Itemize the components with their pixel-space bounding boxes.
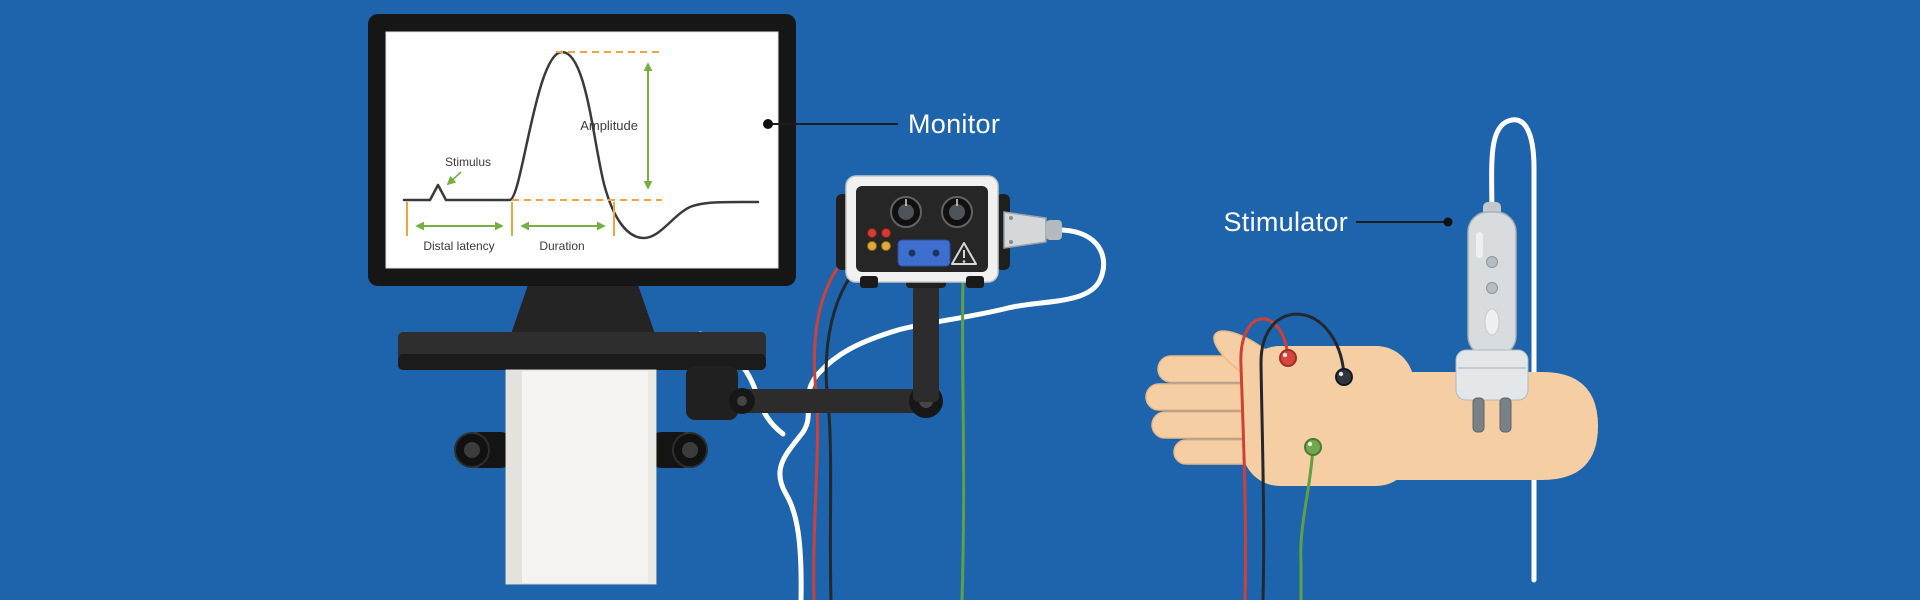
mount-arm: [686, 272, 946, 420]
ground-electrode-green: [1304, 438, 1322, 456]
stimulator-prong-left: [1472, 397, 1485, 433]
stimulator-intensity-control: [1484, 308, 1500, 336]
electrode-black-wire: [1259, 312, 1346, 600]
amplifier-foot-right: [966, 276, 984, 288]
amplifier-knob-right: [941, 196, 973, 228]
stimulator-device: [1455, 202, 1529, 433]
electrode-green-wire: [1299, 444, 1315, 600]
stimulator-callout-dot: [1443, 217, 1453, 227]
vga-connector: [1003, 211, 1062, 249]
stimulator-highlight: [1476, 232, 1483, 258]
mount-post: [913, 284, 939, 402]
mount-joint-left-hub: [737, 396, 747, 406]
stimulator-button-bottom: [1486, 282, 1498, 294]
duration-label: Duration: [539, 239, 584, 253]
distal-latency-label: Distal latency: [423, 239, 494, 253]
cart-pedestal: [505, 369, 657, 585]
monitor-screen-chart: Amplitude Stimulus Distal latency Durati…: [402, 50, 760, 253]
chart-annotations-green: [415, 62, 653, 231]
amplifier-connector-plate: [897, 239, 951, 267]
stimulator-head: [1455, 349, 1529, 401]
monitor-callout-dot: [763, 119, 773, 129]
amplifier-input-jacks: [867, 228, 891, 251]
monitor-screen: [385, 31, 779, 269]
waveform-trace: [402, 50, 760, 240]
amplifier-green-lead: [960, 278, 966, 600]
chart-annotations-orange: [406, 51, 662, 236]
electrode-red-wire: [1239, 317, 1290, 600]
stimulator-cable: [1489, 117, 1537, 583]
amplifier-signal-cable: [777, 227, 1107, 600]
amplifier-knob-left: [890, 196, 922, 228]
patient-hand: [1145, 330, 1598, 486]
cart-shelf-edge: [398, 354, 766, 370]
cart-knob-left: [454, 432, 518, 468]
warning-triangle-icon: [951, 242, 977, 265]
mount-bracket: [686, 366, 738, 420]
recording-electrode-black: [1335, 368, 1353, 386]
amplitude-label: Amplitude: [580, 118, 638, 133]
stimulator-button-top: [1486, 256, 1498, 268]
stimulus-pointer-arrow: [446, 171, 462, 186]
cart-knob-right: [644, 432, 708, 468]
monitor-neck: [511, 282, 655, 334]
stimulator-callout-label: Stimulator: [1223, 207, 1348, 237]
amplifier-foot-left: [860, 276, 878, 288]
amplifier: [836, 175, 1062, 288]
palm: [1242, 346, 1414, 486]
stimulus-label: Stimulus: [445, 155, 491, 169]
stimulator-prong-right: [1499, 397, 1512, 433]
recording-electrode-red: [1279, 349, 1297, 367]
cart-shelf: [398, 332, 766, 360]
mount-arm-bar: [732, 389, 928, 413]
monitor-callout-label: Monitor: [908, 109, 1000, 139]
forearm: [1390, 372, 1598, 480]
